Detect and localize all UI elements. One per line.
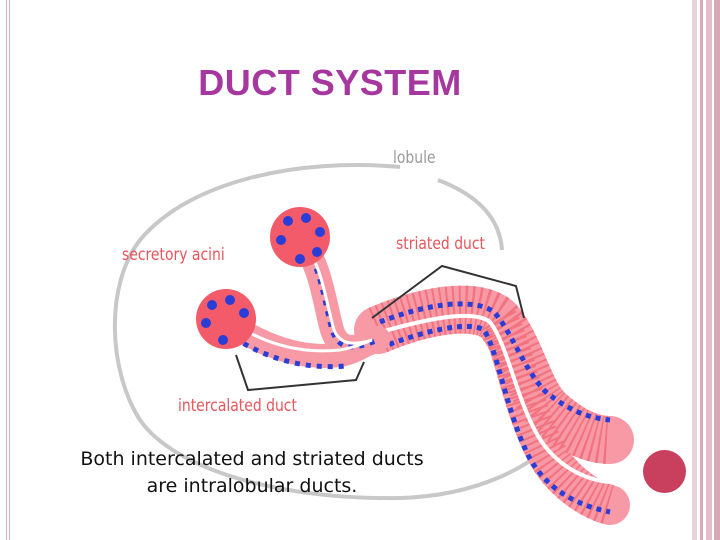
striated-duct-lumen (359, 313, 611, 484)
frame-stripe (700, 0, 703, 540)
lobule-outline (112, 163, 572, 501)
intercalated-duct-lower-wall (213, 308, 390, 368)
label-lobule: lobule (393, 148, 436, 168)
intercalated-duct-lower-lumen (231, 320, 373, 353)
slide-title: DUCT SYSTEM (198, 62, 462, 103)
intercalated-duct-bracket (235, 354, 365, 392)
caption-line-1: Both intercalated and striated ducts (80, 448, 424, 470)
striated-duct-nuclei-lower (379, 323, 611, 515)
frame-stripe (714, 0, 720, 540)
right-frame-stripes (690, 0, 720, 540)
acinus-upper (270, 207, 330, 267)
label-intercalated-duct: intercalated duct (178, 396, 297, 416)
lobule-outline-right (437, 178, 504, 251)
caption-line-2: are intralobular ducts. (146, 475, 358, 497)
acinus-lower (196, 289, 256, 349)
striated-duct-bracket (371, 264, 525, 319)
label-secretory-acini: secretory acini (122, 245, 225, 265)
frame-stripe (692, 0, 697, 540)
label-striated-duct: striated duct (396, 234, 486, 254)
striated-duct-striations-lower (480, 310, 616, 525)
diagram-caption: Both intercalated and striated ducts are… (62, 446, 442, 500)
slide-accent-circle (643, 450, 686, 493)
frame-stripe (706, 0, 712, 540)
intercalated-duct-upper-lumen (303, 244, 373, 345)
left-frame-line (6, 0, 10, 540)
